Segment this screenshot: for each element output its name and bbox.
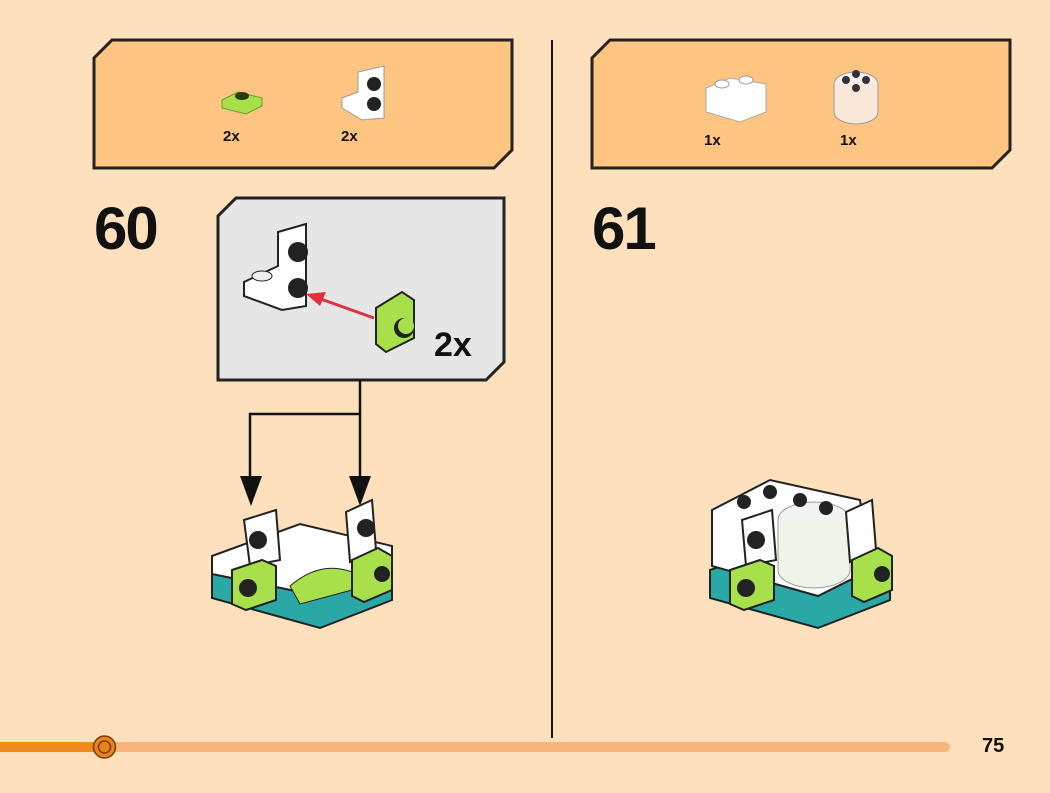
red-arrow <box>306 292 375 320</box>
part-qty: 2x <box>341 128 358 145</box>
callout-qty: 2x <box>434 326 472 364</box>
white-curved-brick-icon <box>705 75 767 123</box>
step-number-61: 61 <box>592 195 657 262</box>
lime-plate-illustration <box>375 290 415 354</box>
step60-model <box>211 498 393 630</box>
part-qty: 1x <box>840 132 857 149</box>
progress-track <box>0 742 950 752</box>
step-number-60: 60 <box>94 195 159 262</box>
bracket-illustration <box>243 222 308 312</box>
transparent-round-brick-icon <box>833 70 879 125</box>
step61-parts-box <box>590 38 1012 170</box>
part-qty: 1x <box>704 132 721 149</box>
lime-plate-icon <box>221 91 263 115</box>
page-number: 75 <box>982 735 1005 757</box>
arrow-head-left <box>240 476 262 506</box>
callout-arrows <box>248 380 362 478</box>
page-progress-bar <box>0 735 950 759</box>
arrow-head-right <box>349 476 371 506</box>
step60-parts-box <box>92 38 514 170</box>
step61-model <box>709 478 893 630</box>
part-qty: 2x <box>223 128 240 145</box>
progress-fill <box>0 742 105 752</box>
progress-marker <box>92 735 117 759</box>
white-bracket-icon <box>341 65 385 121</box>
